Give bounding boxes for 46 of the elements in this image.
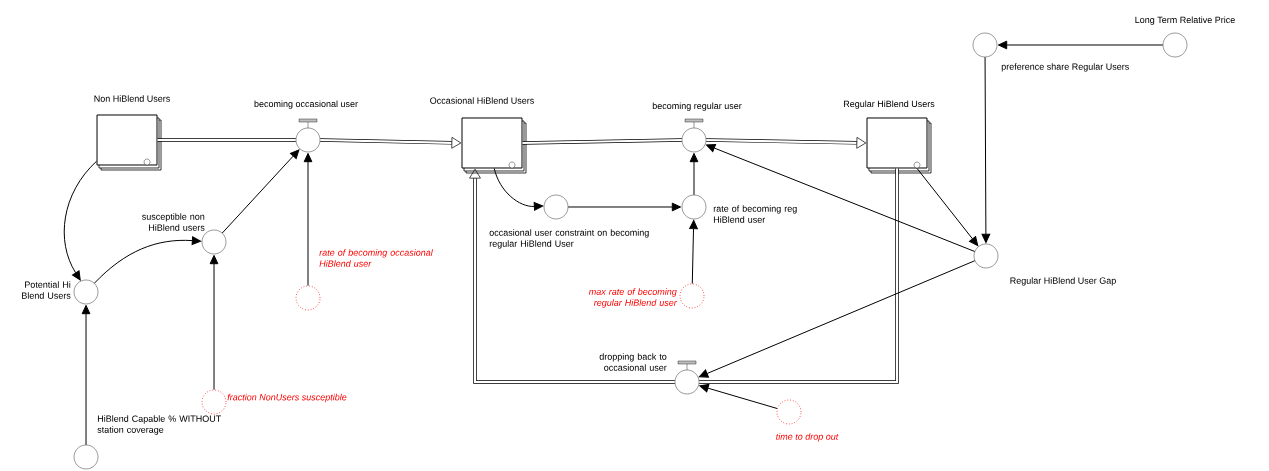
- node-label: Potential Hi Blend Users: [22, 281, 71, 299]
- node-label: susceptible non HiBlend users: [142, 213, 205, 231]
- arrow: [997, 40, 1164, 50]
- arrow: [93, 236, 202, 284]
- flow-pipe: [469, 168, 675, 384]
- node-label: Regular HiBlend Users: [843, 100, 935, 109]
- arrow: [689, 152, 699, 196]
- arrow: [81, 304, 91, 446]
- arrow: [706, 143, 976, 252]
- node-label: rate of becoming reg HiBlend user: [713, 205, 797, 223]
- arrow: [63, 160, 97, 281]
- node-label: becoming regular user: [652, 102, 742, 111]
- flow-valve: becoming occasional user: [254, 100, 358, 153]
- node-label: Regular HiBlend User Gap: [1010, 277, 1116, 286]
- stock-box: Non HiBlend Users: [94, 95, 170, 171]
- node-label: Occasional HiBlend Users: [430, 97, 534, 104]
- arrow: [698, 260, 976, 378]
- arrow: [981, 56, 991, 244]
- node-label: HiBlend Capable % WITHOUT station coverage: [97, 415, 222, 435]
- arrow: [699, 383, 778, 409]
- arrow: [221, 149, 300, 234]
- arrow: [689, 219, 698, 285]
- flow-pipe: [522, 138, 682, 145]
- node-label: preference share Regular Users: [1001, 63, 1129, 72]
- arrow: [209, 254, 219, 391]
- node-label: rate of becoming occasional HiBlend user: [319, 249, 433, 267]
- arrow: [303, 152, 313, 287]
- node-label: Non HiBlend Users: [94, 95, 170, 102]
- stock-box: Occasional HiBlend Users: [430, 97, 534, 174]
- flow-pipe: [157, 138, 296, 142]
- arrow: [916, 168, 979, 246]
- arrow: [493, 168, 544, 211]
- node-label: time to drop out: [776, 433, 839, 442]
- node-label: fraction NonUsers susceptible: [227, 393, 347, 403]
- flow-valve: becoming regular user: [652, 102, 742, 153]
- node-label: Long Term Relative Price: [1135, 16, 1235, 25]
- flow-pipe: [699, 168, 899, 384]
- flow-pipe: [320, 137, 462, 149]
- flow-valve: dropping back to occasional user: [599, 353, 700, 395]
- flow-pipe: [706, 137, 867, 149]
- node-label: occasional user constraint on becoming regular HiBlend User: [489, 229, 649, 249]
- node-label: becoming occasional user: [254, 100, 358, 109]
- node-label: dropping back to occasional user: [599, 353, 667, 371]
- stock-box: Regular HiBlend Users: [843, 100, 935, 174]
- arrow: [567, 202, 682, 212]
- node-label: max rate of becoming regular HiBlend user: [588, 288, 678, 308]
